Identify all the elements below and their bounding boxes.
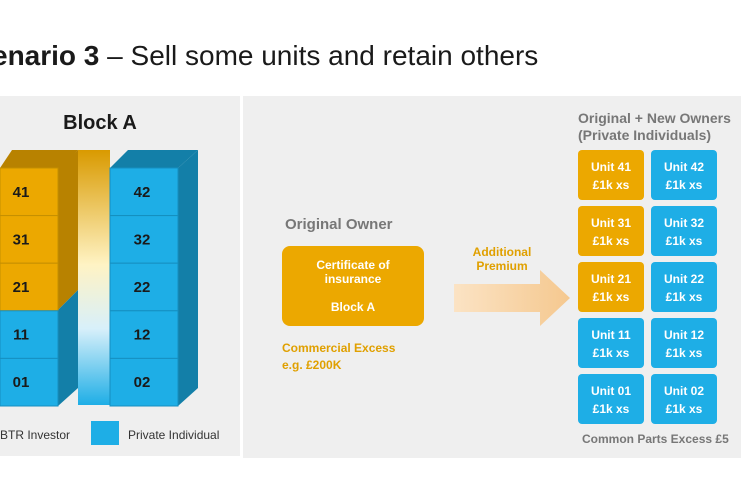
building-illustration: 41 31 21 11 01 42 32 22 12 02 [0, 150, 198, 407]
certificate-box: Certificate of insurance Block A [282, 246, 424, 326]
building-floor [0, 167, 59, 217]
right-tower-side [178, 150, 198, 406]
unit-card: Unit 32 £1k xs [651, 206, 717, 256]
new-owners-label: Original + New Owners (Private Individua… [578, 110, 731, 144]
legend-btr-label: BTR Investor [0, 428, 71, 442]
building-floor [0, 357, 59, 407]
unit-card: Unit 41 £1k xs [578, 150, 644, 200]
slide-title: enario 3 – Sell some units and retain ot… [0, 40, 538, 72]
legend-private-label: Private Individual [128, 428, 220, 442]
unit-name: Unit 21 [590, 272, 631, 286]
additional-premium-line2: Premium [476, 259, 528, 273]
building-floor [0, 262, 59, 312]
certificate-title-line1: Certificate of [316, 258, 390, 272]
unit-name: Unit 11 [591, 328, 631, 342]
building-floor [109, 310, 179, 359]
unit-name: Unit 02 [663, 384, 704, 398]
arrow-right-icon [454, 270, 570, 326]
unit-name: Unit 32 [663, 216, 704, 230]
unit-name: Unit 41 [590, 160, 631, 174]
new-owners-line1: Original + New Owners [578, 110, 731, 126]
unit-name: Unit 31 [590, 216, 631, 230]
building-floor-label: 31 [13, 231, 30, 248]
commercial-excess-value: e.g. £200K [282, 358, 342, 372]
unit-excess: £1k xs [592, 290, 630, 304]
unit-excess: £1k xs [665, 402, 703, 416]
left-tower-top [0, 150, 78, 168]
building-floor-label: 01 [13, 374, 30, 391]
left-tower-side-upper [58, 150, 78, 310]
right-tower-top [110, 150, 198, 168]
additional-premium-line1: Additional [472, 245, 532, 259]
unit-card: Unit 31 £1k xs [578, 206, 644, 256]
building-gap [78, 150, 110, 405]
left-tower-side-lower [58, 290, 78, 406]
unit-name: Unit 42 [663, 160, 704, 174]
unit-excess: £1k xs [592, 234, 630, 248]
unit-name: Unit 01 [590, 384, 631, 398]
slide-title-rest: – Sell some units and retain others [99, 40, 539, 71]
common-parts-excess: Common Parts Excess £5 [582, 432, 729, 446]
unit-name: Unit 22 [663, 272, 704, 286]
building-floor [0, 310, 59, 359]
building-floor-label: 21 [13, 279, 30, 296]
unit-excess: £1k xs [592, 346, 630, 360]
certificate-block: Block A [330, 300, 376, 314]
unit-card: Unit 11 £1k xs [578, 318, 644, 368]
building-floor-label: 11 [13, 327, 29, 344]
unit-excess: £1k xs [592, 402, 630, 416]
unit-excess: £1k xs [665, 346, 703, 360]
additional-premium-label: Additional Premium [462, 245, 542, 273]
unit-card: Unit 22 £1k xs [651, 262, 717, 312]
unit-excess: £1k xs [665, 178, 703, 192]
building-floor-label: 22 [134, 279, 151, 296]
building-floor [109, 262, 179, 312]
unit-name: Unit 12 [663, 328, 704, 342]
unit-card: Unit 01 £1k xs [578, 374, 644, 424]
building-floor-label: 32 [134, 231, 151, 248]
commercial-excess-label: Commercial Excess [282, 341, 396, 355]
original-owner-label: Original Owner [285, 216, 393, 233]
unit-card: Unit 12 £1k xs [651, 318, 717, 368]
unit-excess: £1k xs [665, 234, 703, 248]
commercial-excess: Commercial Excess e.g. £200K [282, 340, 395, 374]
certificate-title: Certificate of insurance [282, 258, 424, 286]
unit-card: Unit 21 £1k xs [578, 262, 644, 312]
unit-excess: £1k xs [665, 290, 703, 304]
building-floor-label: 41 [13, 184, 30, 201]
building-floor-label: 42 [134, 184, 151, 201]
unit-card: Unit 42 £1k xs [651, 150, 717, 200]
building-floor [109, 167, 179, 217]
block-title: Block A [63, 112, 137, 134]
building-floor-label: 12 [134, 327, 151, 344]
building-floor [109, 357, 179, 407]
certificate-title-line2: insurance [324, 272, 382, 286]
slide-title-bold: enario 3 [0, 40, 100, 71]
legend-private-swatch [91, 421, 119, 445]
building-floor-label: 02 [134, 374, 151, 391]
unit-excess: £1k xs [592, 178, 630, 192]
building-floor [109, 215, 179, 264]
unit-card: Unit 02 £1k xs [651, 374, 717, 424]
new-owners-line2: (Private Individuals) [578, 127, 712, 143]
building-floor [0, 215, 59, 264]
